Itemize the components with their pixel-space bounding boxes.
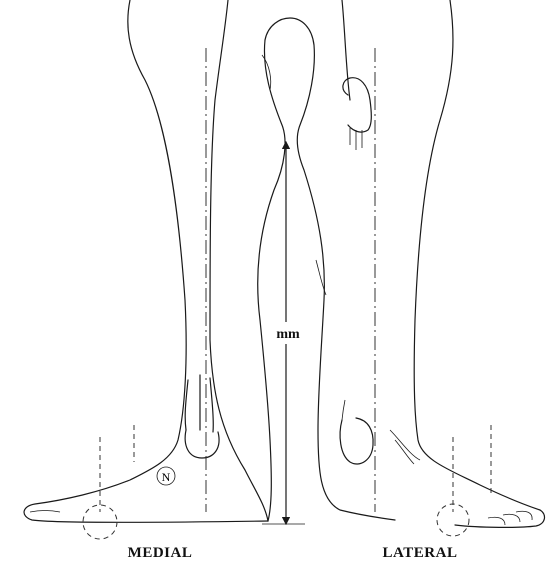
center-leg [258, 18, 395, 521]
nerve-marker: N [157, 467, 175, 485]
medial-leg [24, 0, 268, 539]
measurement-arrow: mm [262, 145, 306, 524]
lateral-caption: LATERAL [383, 545, 458, 561]
lateral-leg [340, 0, 544, 536]
medial-caption: MEDIAL [128, 545, 193, 561]
nerve-marker-label: N [162, 470, 171, 484]
measure-label: mm [276, 327, 300, 342]
